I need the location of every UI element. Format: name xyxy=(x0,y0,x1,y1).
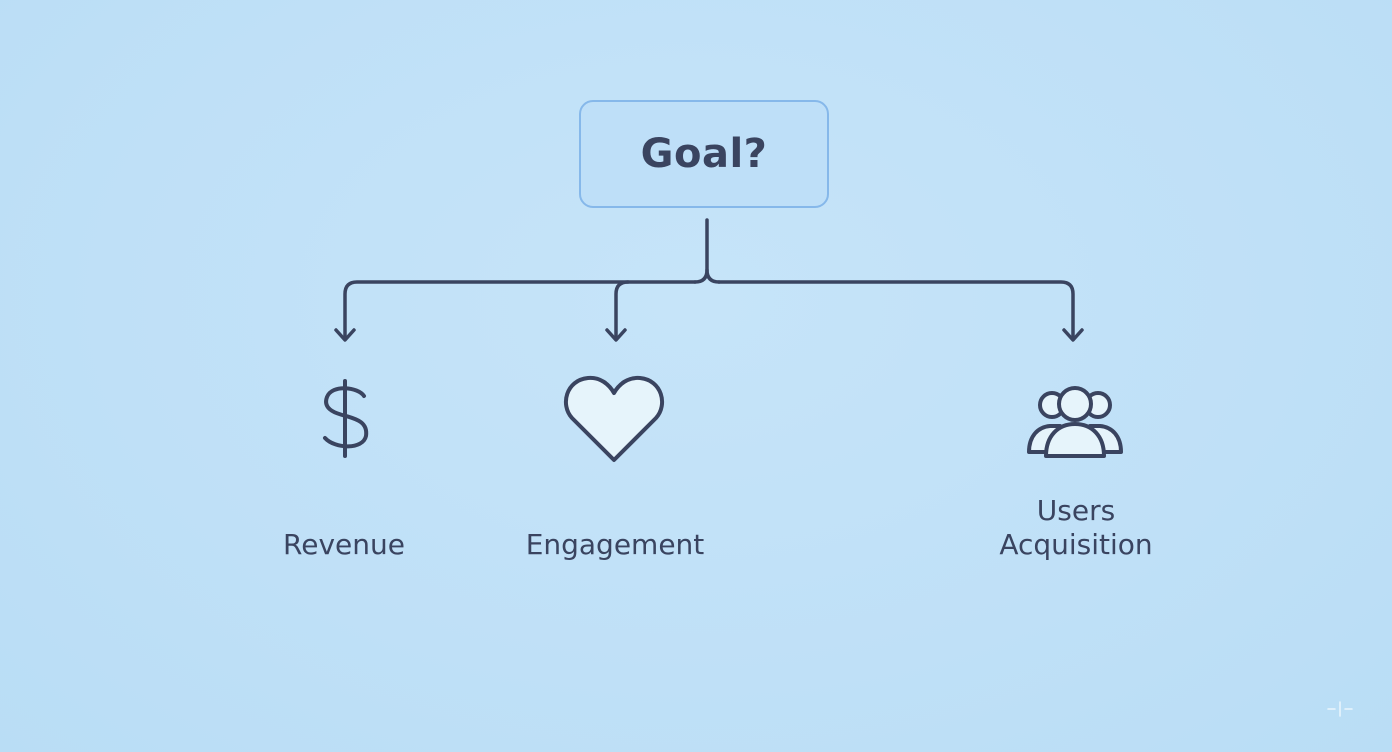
root-title: Goal? xyxy=(640,131,768,177)
connector-engagement xyxy=(614,280,630,340)
arrowhead-revenue xyxy=(334,328,356,342)
branch-label-engagement: Engagement xyxy=(525,528,705,561)
sparkle-icon xyxy=(1327,701,1353,717)
connector-users xyxy=(717,280,1075,340)
users-icon xyxy=(1027,386,1123,458)
branch-label-users-acquisition: Users Acquisition xyxy=(976,494,1176,562)
label-line-2: Acquisition xyxy=(999,528,1153,561)
heart-icon xyxy=(563,375,665,462)
arrowhead-users xyxy=(1062,328,1084,342)
trunk-connector-right xyxy=(705,268,721,284)
trunk-connector xyxy=(693,218,709,284)
dollar-icon xyxy=(323,379,369,458)
label-line-1: Users xyxy=(1036,494,1116,527)
root-node: Goal? xyxy=(579,100,829,208)
connector-revenue xyxy=(343,280,697,340)
branch-label-revenue: Revenue xyxy=(283,528,405,561)
arrowhead-engagement xyxy=(605,328,627,342)
